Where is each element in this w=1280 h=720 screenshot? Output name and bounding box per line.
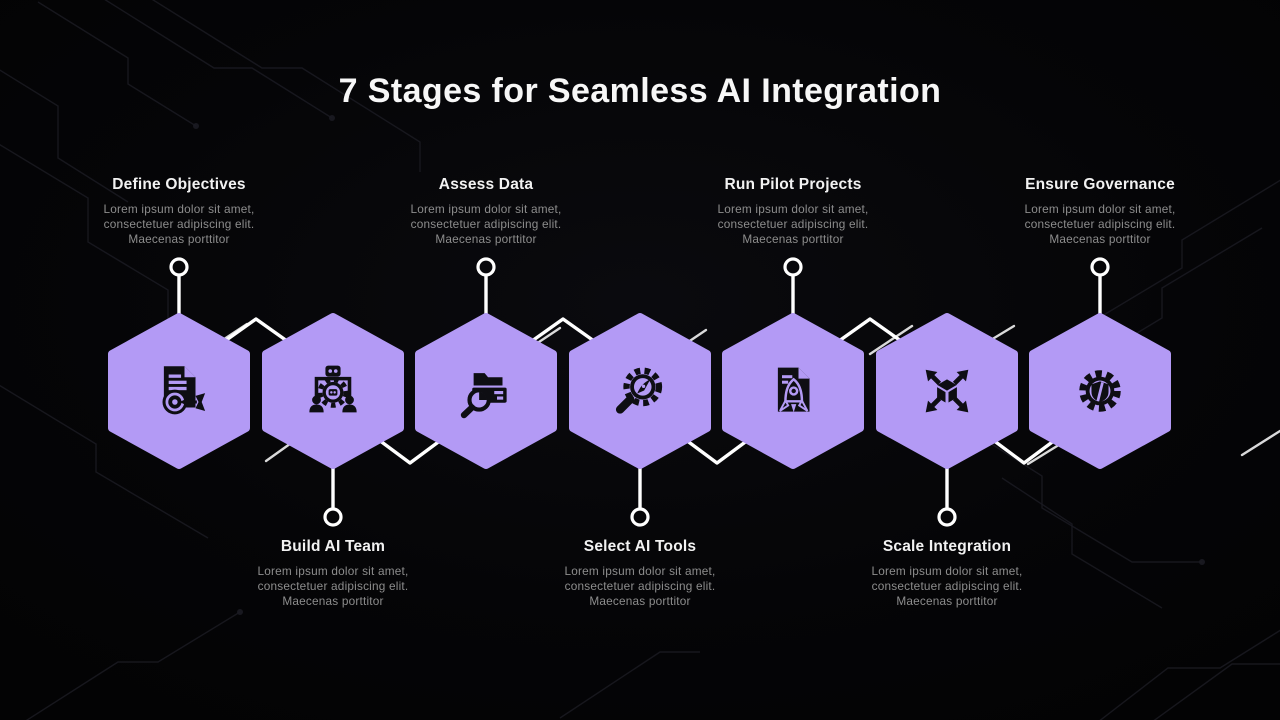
stage-text-5: Run Pilot Projects Lorem ipsum dolor sit…: [688, 176, 898, 247]
stage-description: Lorem ipsum dolor sit amet, consectetuer…: [410, 202, 562, 246]
stage-label: Ensure Governance: [1025, 176, 1175, 193]
stage-label: Scale Integration: [882, 538, 1012, 555]
stage-text-1: Define Objectives Lorem ipsum dolor sit …: [74, 176, 284, 247]
stage-description: Lorem ipsum dolor sit amet, consectetuer…: [1024, 202, 1176, 246]
stage-label: Select AI Tools: [583, 538, 697, 555]
stage-description: Lorem ipsum dolor sit amet, consectetuer…: [717, 202, 869, 246]
rocket-document-icon: [760, 358, 826, 424]
document-target-icon: [146, 358, 212, 424]
stage-text-3: Assess Data Lorem ipsum dolor sit amet, …: [381, 176, 591, 247]
stage-connectors: [169, 257, 1110, 527]
stage-description: Lorem ipsum dolor sit amet, consectetuer…: [871, 564, 1023, 608]
stage-description: Lorem ipsum dolor sit amet, consectetuer…: [257, 564, 409, 608]
shield-gear-icon: [1067, 358, 1133, 424]
stage-text-4: Select AI Tools Lorem ipsum dolor sit am…: [535, 538, 745, 609]
hexagon-stage-6: [876, 313, 1018, 469]
data-search-icon: [453, 358, 519, 424]
ai-team-hierarchy-icon: [300, 358, 366, 424]
stage-text-6: Scale Integration Lorem ipsum dolor sit …: [842, 538, 1052, 609]
page-title: 7 Stages for Seamless AI Integration: [338, 72, 942, 110]
cube-expand-icon: [914, 358, 980, 424]
stage-label: Assess Data: [438, 176, 534, 193]
stage-text-2: Build AI Team Lorem ipsum dolor sit amet…: [228, 538, 438, 609]
stage-label: Build AI Team: [280, 538, 386, 555]
stage-text-7: Ensure Governance Lorem ipsum dolor sit …: [995, 176, 1205, 247]
stage-label: Run Pilot Projects: [724, 176, 862, 193]
stage-label: Define Objectives: [112, 176, 246, 193]
stage-description: Lorem ipsum dolor sit amet, consectetuer…: [564, 564, 716, 608]
stage-description: Lorem ipsum dolor sit amet, consectetuer…: [103, 202, 255, 246]
gear-magnifier-icon: [607, 358, 673, 424]
